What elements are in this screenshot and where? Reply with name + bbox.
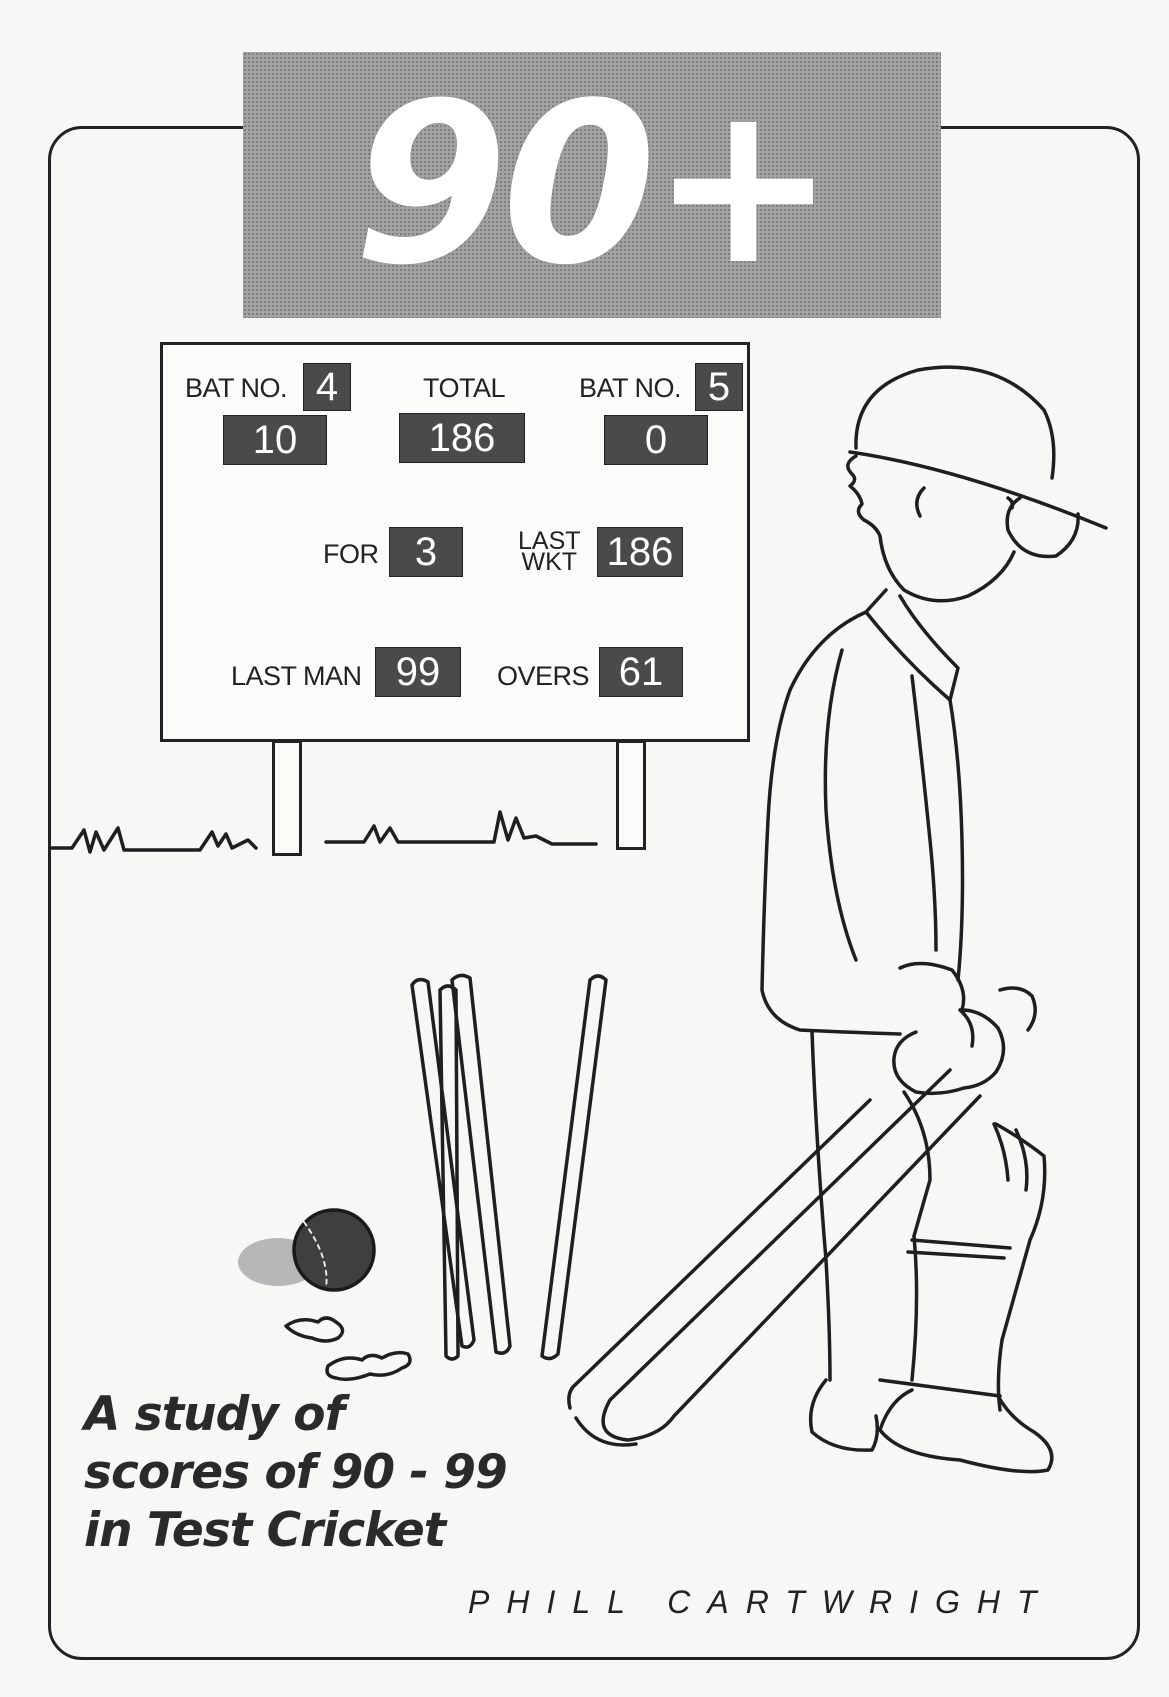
cricket-ball-icon (238, 1208, 376, 1292)
total-label: TOTAL (423, 373, 506, 403)
grass-icon (50, 810, 598, 854)
bat2-label: BAT NO. (579, 373, 682, 403)
subtitle-line-1: A study of (84, 1387, 345, 1442)
subtitle-line-2: scores of 90 - 99 (84, 1445, 508, 1500)
last-man-label: LAST MAN (231, 661, 362, 691)
last-man-value: 99 (375, 647, 461, 697)
total-value: 186 (399, 413, 525, 463)
last-wkt-label: LAST WKT (518, 527, 581, 576)
scoreboard: BAT NO. 4 TOTAL BAT NO. 5 10 186 0 FOR 3… (160, 342, 750, 742)
cover-title: 90+ (353, 56, 837, 314)
bat1-score: 10 (223, 415, 327, 465)
last-wkt-value: 186 (597, 527, 683, 577)
scoreboard-post-right (616, 740, 646, 850)
broken-stumps-icon (410, 973, 608, 1361)
overs-label: OVERS (497, 661, 590, 691)
bat2-number: 5 (695, 363, 743, 411)
subtitle-line-3: in Test Cricket (84, 1503, 446, 1558)
author-name: PHILL CARTWRIGHT (468, 1584, 1054, 1620)
overs-value: 61 (599, 647, 683, 697)
bat1-label: BAT NO. (185, 373, 288, 403)
bat2-score: 0 (604, 415, 708, 465)
bat1-number: 4 (303, 363, 351, 411)
wickets-value: 3 (389, 527, 463, 577)
bails-icon (284, 1316, 412, 1382)
title-banner: 90+ (243, 52, 941, 318)
cricket-batsman-icon (567, 365, 1108, 1474)
cover-subtitle: A study of scores of 90 - 99 in Test Cri… (84, 1386, 604, 1560)
wickets-label: FOR (323, 539, 379, 569)
